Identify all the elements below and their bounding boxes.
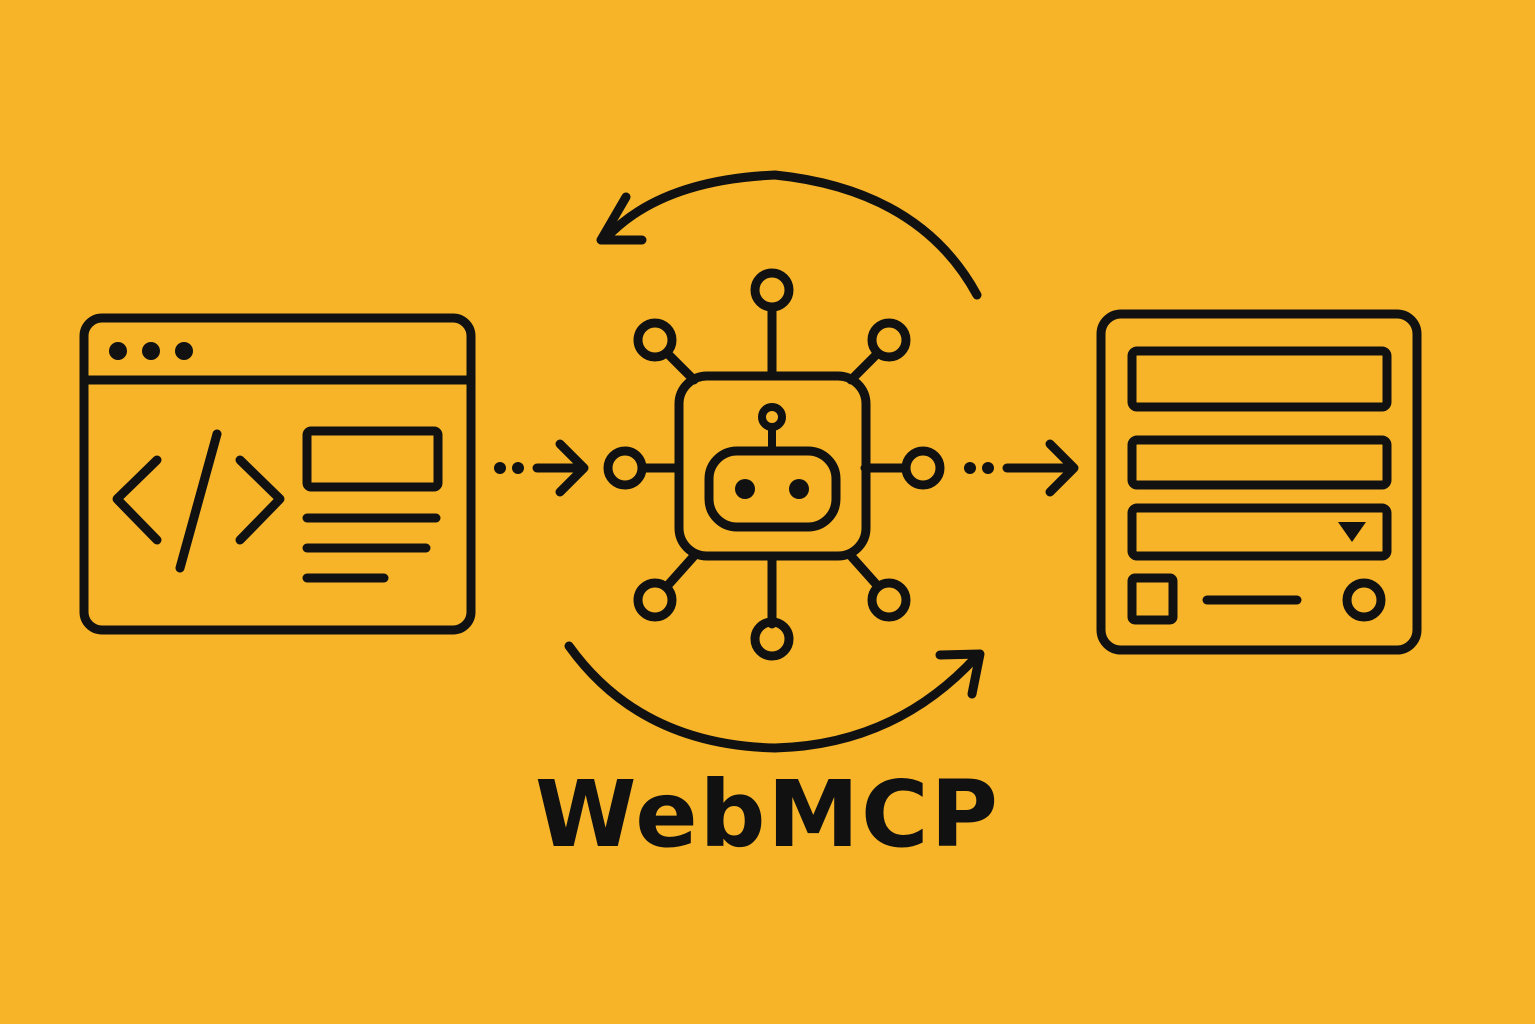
circular-arrow-icon	[564, 170, 985, 753]
dotted-right-arrow-icon	[964, 439, 1079, 497]
dotted-right-arrow-icon	[494, 439, 589, 497]
brand-title: WebMCP	[535, 761, 1000, 868]
browser-code-window-icon	[79, 313, 476, 635]
web-form-icon	[1096, 309, 1422, 655]
ai-agent-hub-icon	[603, 268, 945, 661]
